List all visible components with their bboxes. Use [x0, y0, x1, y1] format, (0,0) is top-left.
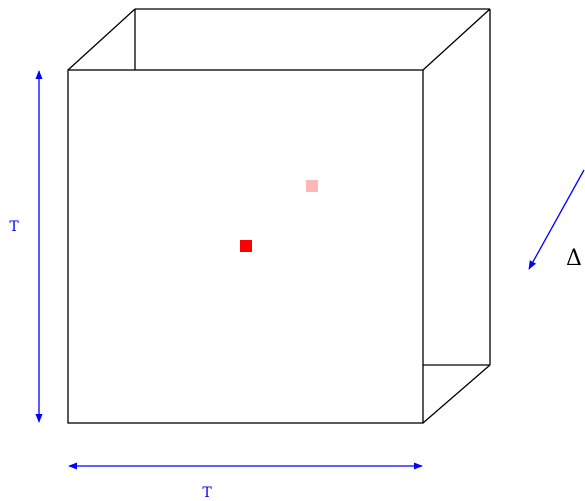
front-face [67, 69, 424, 424]
back-point [306, 180, 318, 192]
vertical-dimension-label: T [9, 219, 19, 235]
depth-edge-top-right [422, 8, 491, 71]
depth-dimension-arrow [528, 169, 585, 270]
depth-edge-bottom-right [422, 364, 491, 424]
depth-dimension-label: Δ [566, 246, 582, 271]
front-point [240, 240, 252, 252]
horizontal-dimension-label: T [202, 485, 212, 501]
depth-edge-top-left [67, 8, 136, 71]
